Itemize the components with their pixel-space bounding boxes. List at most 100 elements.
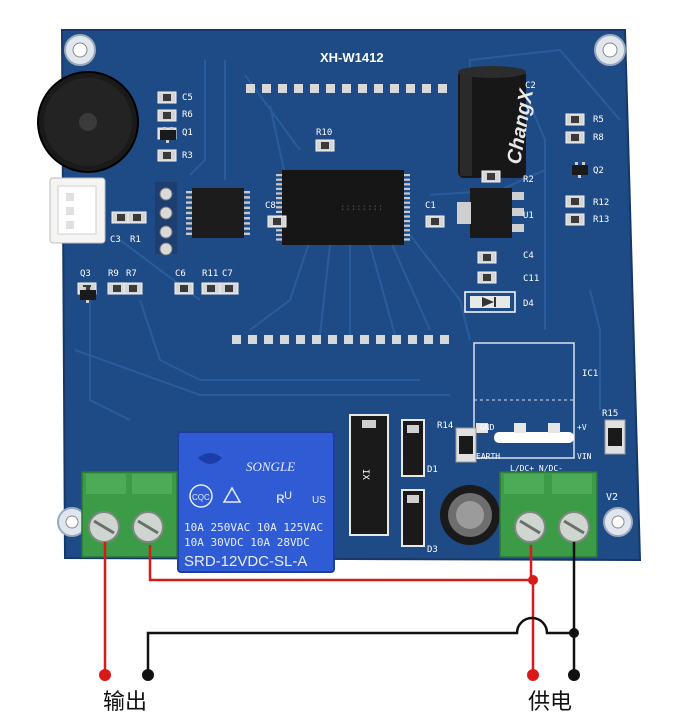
header-pins	[155, 182, 177, 256]
smd-component	[565, 213, 585, 226]
pad	[360, 335, 369, 344]
smd-component	[565, 113, 585, 126]
silk-vin: VIN	[577, 452, 592, 461]
pad	[328, 335, 337, 344]
silk-c1: C1	[425, 201, 436, 211]
silk-q2: Q2	[593, 166, 604, 176]
output-black-wire	[146, 616, 575, 675]
silk-r14: R14	[437, 421, 453, 431]
smd-component	[481, 170, 501, 183]
smd-component	[127, 211, 147, 224]
silk-q3: Q3	[80, 269, 91, 279]
svg-text:::::::::: ::::::::	[340, 203, 383, 213]
silk-r9: R9	[108, 269, 119, 279]
main-mcu-chip: ::::::::	[276, 170, 410, 245]
smd-component	[219, 282, 239, 295]
relay-red-wire	[148, 545, 535, 675]
pad	[294, 84, 303, 93]
pad	[440, 335, 449, 344]
silk-r13: R13	[593, 215, 609, 225]
mount-hole-tl	[64, 34, 96, 66]
silk-c5: C5	[182, 93, 193, 103]
transistor	[80, 287, 96, 303]
pad	[262, 84, 271, 93]
relay: SONGLE US CQC ʀᵁ 10A 250VAC 10A 125VAC 1…	[177, 431, 335, 573]
silk-r12: R12	[593, 198, 609, 208]
pad	[296, 335, 305, 344]
silk-d1: D1	[427, 465, 438, 475]
wire-dots	[99, 575, 580, 681]
smd-component	[267, 215, 287, 228]
pad	[390, 84, 399, 93]
pad	[310, 84, 319, 93]
ur-mark-icon: ʀᵁ	[276, 490, 292, 507]
silk-gnd: GND	[480, 423, 495, 432]
smd-component	[174, 282, 194, 295]
silk-c6: C6	[175, 269, 186, 279]
relay-us: US	[312, 495, 326, 506]
silk-d3: D3	[427, 545, 438, 555]
relay-model: SRD-12VDC-SL-A	[184, 553, 307, 570]
pad	[232, 335, 241, 344]
pad	[376, 335, 385, 344]
smd-component	[477, 251, 497, 264]
pad	[438, 84, 447, 93]
ic1-outline	[473, 342, 575, 459]
pad	[422, 84, 431, 93]
silk-r5: R5	[593, 115, 604, 125]
silk-ic1: IC1	[582, 369, 598, 379]
silk-c8: C8	[265, 201, 276, 211]
silk-ldc: L/DC+ N/DC-	[510, 464, 563, 473]
display-pads-bottom	[232, 335, 449, 344]
display-pads-top	[246, 84, 447, 93]
silk-d4: D4	[523, 299, 534, 309]
silk-u1: U1	[523, 211, 534, 221]
pad	[344, 335, 353, 344]
smd-component	[565, 131, 585, 144]
relay-brand: SONGLE	[246, 459, 295, 474]
voltage-regulator-u1	[457, 188, 524, 238]
silk-ix: IX	[360, 469, 370, 480]
silk-plusv: +V	[577, 423, 587, 432]
pad	[248, 335, 257, 344]
silk-r6: R6	[182, 110, 193, 120]
relay-rating-line2: 10A 30VDC 10A 28VDC	[184, 536, 310, 549]
silk-earth: EARTH	[476, 452, 500, 461]
pad	[392, 335, 401, 344]
mount-hole-br	[603, 507, 633, 537]
pad	[342, 84, 351, 93]
silk-r11: R11	[202, 269, 218, 279]
silk-q1: Q1	[182, 128, 193, 138]
smd-component	[315, 139, 335, 152]
small-ic	[186, 188, 250, 238]
diode-d1	[401, 419, 425, 477]
silk-c11: C11	[523, 274, 539, 284]
silk-c3: C3	[110, 235, 121, 245]
silk-r2: R2	[523, 175, 534, 185]
output-terminal-block	[81, 471, 178, 558]
diode-d4	[464, 291, 516, 313]
mount-hole-tr	[594, 34, 626, 66]
pad	[406, 84, 415, 93]
silk-r15: R15	[602, 409, 618, 419]
small-electrolytic-capacitor	[440, 485, 500, 545]
buzzer	[37, 71, 139, 173]
smd-component	[111, 211, 131, 224]
sensor-connector	[49, 177, 106, 244]
smd-component	[565, 195, 585, 208]
smd-component	[425, 215, 445, 228]
power-red-dot	[527, 669, 539, 681]
smd-component	[201, 282, 221, 295]
silk-r3: R3	[182, 151, 193, 161]
silkscreen-labels: C5 R6 Q1 R3 C3 R1 Q3 R9 R7 C6 R11 C7 R10…	[80, 81, 618, 555]
pad	[374, 84, 383, 93]
silk-c2: C2	[525, 81, 536, 91]
power-input-slot	[476, 423, 574, 443]
pad	[408, 335, 417, 344]
wiring-diagram	[103, 542, 576, 675]
smd-component	[477, 271, 497, 284]
smd-component	[157, 149, 177, 162]
relay-rating-line1: 10A 250VAC 10A 125VAC	[184, 521, 323, 534]
transistor	[572, 162, 588, 178]
